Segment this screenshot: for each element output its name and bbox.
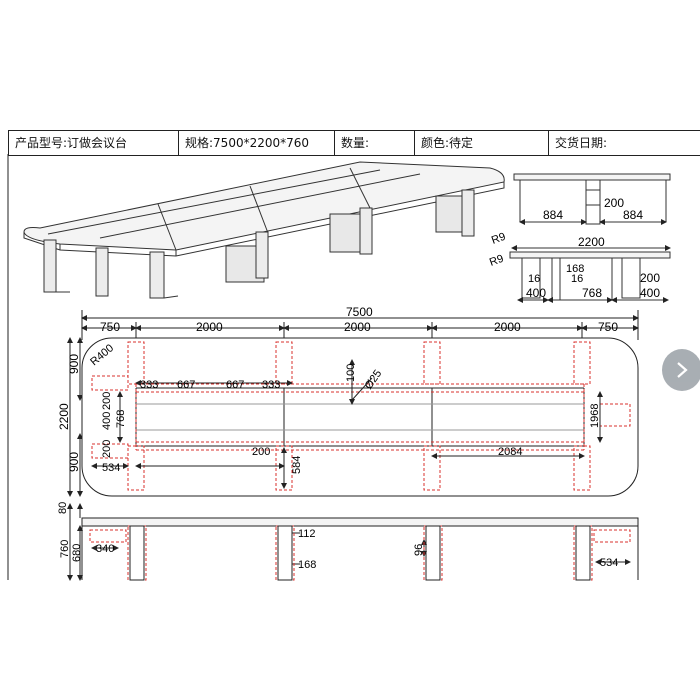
dim-168-elevation: 168: [298, 559, 316, 571]
front-elevation: [67, 503, 639, 581]
perspective-view: [23, 161, 505, 299]
hidden-lines-elevation: [89, 525, 631, 581]
dim-200: 200: [604, 196, 624, 210]
radius-r9-bottom: R9: [488, 253, 505, 269]
dim-2200-end: 2200: [578, 235, 605, 249]
dim-768-vertical: 768: [115, 410, 127, 428]
radius-r9-top: R9: [490, 231, 507, 247]
dim-667-a: 667: [177, 379, 195, 391]
dim-200-horizontal: 200: [252, 446, 270, 458]
color-cell: 颜色:待定: [414, 131, 548, 155]
dim-900-bottom: 900: [67, 452, 81, 472]
dim-7500: 7500: [346, 305, 373, 319]
dim-2084: 2084: [498, 446, 522, 458]
dim-2000-b: 2000: [344, 320, 371, 334]
end-view-top: [513, 173, 671, 225]
dim-400-right: 400: [640, 286, 660, 300]
dim-900-top: 900: [67, 354, 81, 374]
dim-534-elevation: 534: [600, 557, 618, 569]
dim-884-right: 884: [623, 208, 643, 222]
dim-2000-c: 2000: [494, 320, 521, 334]
dim-96: 96: [413, 544, 425, 556]
dim-667-b: 667: [226, 379, 244, 391]
dim-534-plan: 534: [102, 462, 120, 474]
delivery-date-cell: 交货日期:: [548, 131, 700, 155]
dim-333-right: 333: [262, 379, 280, 391]
chevron-right-icon: [677, 362, 688, 378]
dim-100: 100: [345, 364, 357, 382]
dim-200-v-top: 200: [101, 392, 113, 410]
dim-400-vertical: 400: [101, 412, 113, 430]
dim-884-left: 884: [543, 208, 563, 222]
dim-2000-a: 2000: [196, 320, 223, 334]
end-section-view: [509, 245, 671, 303]
dim-400-left: 400: [526, 286, 546, 300]
inner-dim-lines: [91, 359, 603, 489]
dim-750-right: 750: [598, 320, 618, 334]
dim-16-right: 16: [571, 273, 583, 285]
dim-750-left: 750: [100, 320, 120, 334]
dim-200-v-bottom: 200: [101, 440, 113, 458]
dim-680: 680: [71, 544, 83, 562]
dim-760: 760: [59, 540, 71, 558]
plan-view: [67, 310, 639, 497]
dim-1968: 1968: [589, 404, 601, 428]
dim-112: 112: [298, 528, 316, 540]
dim-768-end: 768: [582, 286, 602, 300]
next-image-button[interactable]: [662, 349, 700, 391]
spec-header-table: 产品型号:订做会议台 规格:7500*2200*760 数量: 颜色:待定 交货…: [8, 130, 700, 156]
dim-200-end: 200: [640, 271, 660, 285]
dim-168-end: 168: [566, 263, 584, 275]
dim-333-left: 333: [140, 379, 158, 391]
spec-cell: 规格:7500*2200*760: [178, 131, 334, 155]
dim-80: 80: [57, 502, 69, 514]
dim-16-left: 16: [528, 273, 540, 285]
model-cell: 产品型号:订做会议台: [8, 131, 178, 155]
dim-340: 340: [96, 543, 114, 555]
dim-584: 584: [291, 456, 303, 474]
quantity-cell: 数量:: [334, 131, 414, 155]
dim-2200-vertical: 2200: [57, 403, 71, 430]
